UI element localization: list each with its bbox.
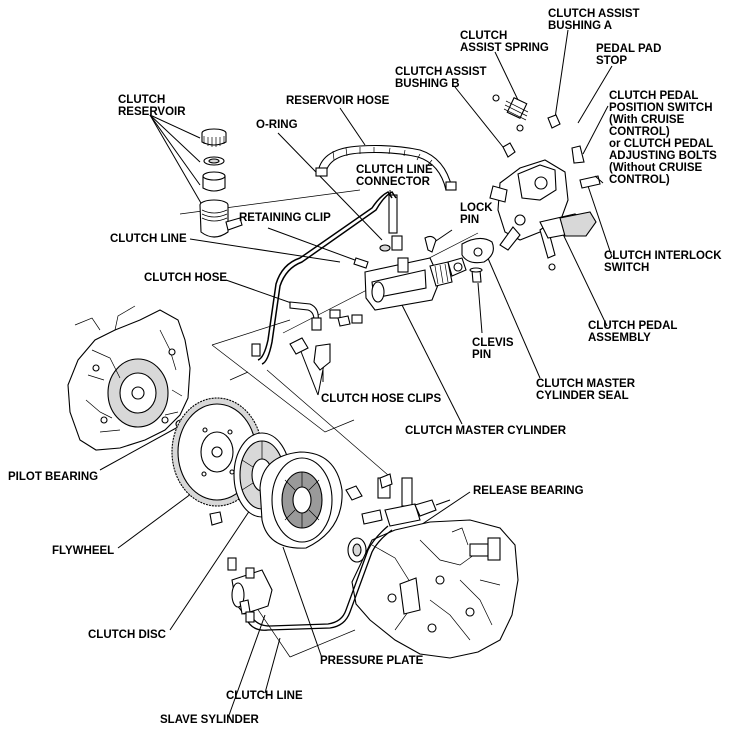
release-bearing-part <box>347 477 451 563</box>
label-o-ring: O-RING <box>256 119 298 131</box>
label-clutch-hose: CLUTCH HOSE <box>144 272 228 284</box>
clutch-master-cylinder-part <box>353 194 453 311</box>
clutch-line-tube <box>251 191 397 365</box>
misc-bolts <box>337 315 393 489</box>
label-clutch-assist-spring: CLUTCH ASSIST SPRING <box>460 30 549 54</box>
label-clutch-interlock-switch: CLUTCH INTERLOCK SWITCH <box>604 250 722 274</box>
label-clutch-reservoir: CLUTCH RESERVOIR <box>118 94 186 118</box>
label-pedal-pad-stop: PEDAL PAD STOP <box>596 43 662 67</box>
label-clutch-pedal-assembly: CLUTCH PEDAL ASSEMBLY <box>588 320 678 344</box>
label-pressure-plate: PRESSURE PLATE <box>320 655 424 667</box>
label-clutch-disc: CLUTCH DISC <box>88 629 166 641</box>
label-clutch-line-connector: CLUTCH LINE CONNECTOR <box>356 164 433 188</box>
label-clutch-assist-bushing-b: CLUTCH ASSIST BUSHING B <box>395 66 487 90</box>
label-clutch-assist-bushing-a: CLUTCH ASSIST BUSHING A <box>548 8 640 32</box>
engine-block-part <box>67 305 191 451</box>
label-clutch-master-cylinder-seal: CLUTCH MASTER CYLINDER SEAL <box>536 378 636 402</box>
label-clutch-line-top: CLUTCH LINE <box>110 233 187 245</box>
label-release-bearing: RELEASE BEARING <box>473 485 584 497</box>
reservoir-hose-part <box>315 144 457 191</box>
clutch-reservoir-part <box>199 128 243 238</box>
label-flywheel: FLYWHEEL <box>52 545 115 557</box>
label-clutch-line-bottom: CLUTCH LINE <box>226 690 303 702</box>
label-lock-pin: LOCK PIN <box>460 202 493 226</box>
label-clutch-pedal-position-switch: CLUTCH PEDAL POSITION SWITCH (With CRUIS… <box>609 90 717 186</box>
transmission-part <box>351 519 519 659</box>
clutch-pedal-assembly <box>489 159 597 271</box>
pressure-plate-part <box>259 451 363 549</box>
master-cylinder-fittings <box>424 235 494 283</box>
label-clevis-pin: CLEVIS PIN <box>472 337 514 361</box>
label-pilot-bearing: PILOT BEARING <box>8 471 99 483</box>
label-retaining-clip: RETAINING CLIP <box>239 212 331 224</box>
label-clutch-hose-clips: CLUTCH HOSE CLIPS <box>321 393 442 405</box>
label-clutch-master-cylinder: CLUTCH MASTER CYLINDER <box>405 425 566 437</box>
clutch-assist-spring-part <box>492 94 604 189</box>
label-slave-cylinder: SLAVE SYLINDER <box>160 714 259 726</box>
label-reservoir-hose: RESERVOIR HOSE <box>286 95 390 107</box>
clutch-hose-part <box>289 301 363 382</box>
slave-cylinder-part <box>227 525 393 631</box>
